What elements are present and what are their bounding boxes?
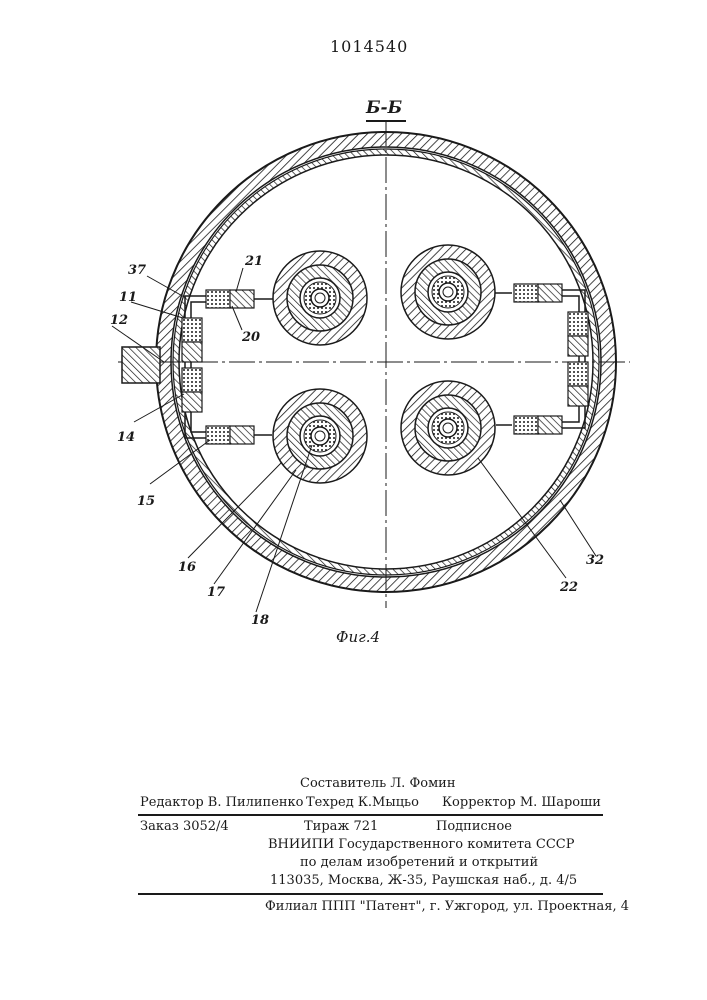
callout-21: 21 <box>245 254 263 269</box>
callout-32: 32 <box>586 553 604 568</box>
callout-15: 15 <box>137 494 155 509</box>
compiler: Составитель Л. Фомин <box>300 776 456 791</box>
colophon-rule-top <box>138 814 603 816</box>
callout-22: 22 <box>560 580 578 595</box>
order: Заказ 3052/4 <box>140 819 229 834</box>
callout-14: 14 <box>117 430 135 445</box>
callout-37: 37 <box>128 263 146 278</box>
address: 113035, Москва, Ж-35, Раушская наб., д. … <box>270 873 577 888</box>
mount-flange <box>122 347 160 383</box>
callout-20: 20 <box>242 330 260 345</box>
editor: Редактор В. Пилипенко <box>140 795 304 810</box>
branch: Филиал ППП "Патент", г. Ужгород, ул. Про… <box>265 899 629 914</box>
colophon-rule-bottom <box>138 893 603 895</box>
techred: Техред К.Мыцьо <box>306 795 419 810</box>
callout-11: 11 <box>119 290 137 305</box>
callout-18: 18 <box>251 613 269 628</box>
figure-caption: Фиг.4 <box>336 628 380 646</box>
org-line-1: ВНИИПИ Государственного комитета СССР <box>268 837 575 852</box>
callout-16: 16 <box>178 560 196 575</box>
circulation: Тираж 721 <box>304 819 378 834</box>
corrector: Корректор М. Шароши <box>442 795 601 810</box>
callout-17: 17 <box>207 585 225 600</box>
callout-12: 12 <box>110 313 128 328</box>
subscription: Подписное <box>436 819 512 834</box>
org-line-2: по делам изобретений и открытий <box>300 855 538 870</box>
